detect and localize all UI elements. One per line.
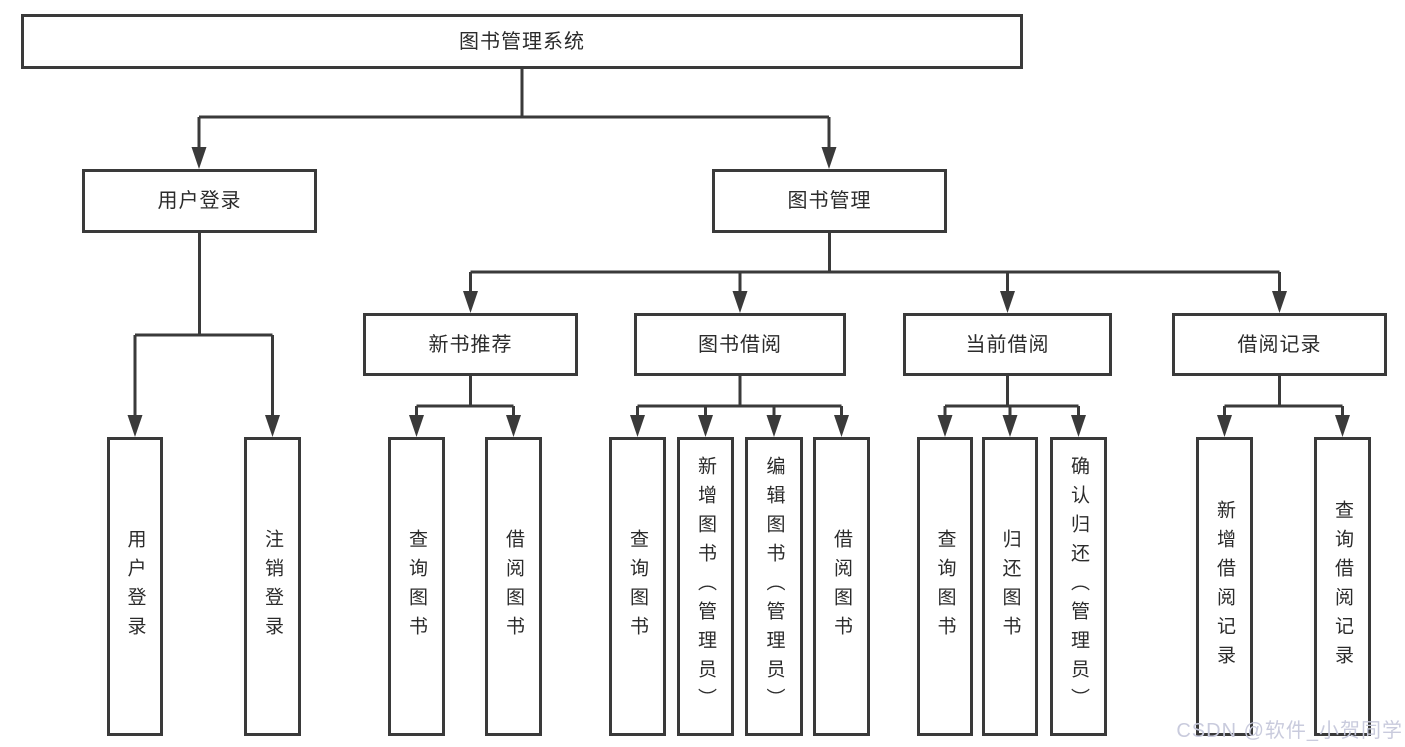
leaf-user-login-label: 用户登录 [124, 528, 146, 645]
leaf-borrow-books-1-label: 借阅图书 [503, 528, 524, 645]
leaf-query-books-3-label: 查询图书 [934, 528, 956, 645]
leaf-return-book-label: 归还图书 [999, 528, 1021, 645]
leaf-query-books-2-label: 查询图书 [627, 528, 648, 645]
leaf-return-book: 归还图书 [982, 437, 1038, 736]
leaf-add-borrow-record: 新增借阅记录 [1196, 437, 1253, 736]
node-book-management: 图书管理 [712, 169, 947, 233]
leaf-add-borrow-record-label: 新增借阅记录 [1214, 499, 1235, 674]
leaf-edit-book-admin-label: 编辑图书（管理员） [763, 456, 785, 717]
leaf-user-login: 用户登录 [107, 437, 163, 736]
leaf-logout: 注销登录 [244, 437, 301, 736]
watermark: CSDN @软件_小贺同学 [1176, 720, 1403, 742]
leaf-query-borrow-record-label: 查询借阅记录 [1332, 499, 1353, 674]
leaf-query-books-3: 查询图书 [917, 437, 973, 736]
leaf-borrow-books-2-label: 借阅图书 [831, 528, 852, 645]
node-new-book-recommendation: 新书推荐 [363, 313, 578, 376]
leaf-borrow-books-2: 借阅图书 [813, 437, 870, 736]
leaf-confirm-return-admin: 确认归还（管理员） [1050, 437, 1107, 736]
arrowheads [127, 147, 1350, 437]
leaf-logout-label: 注销登录 [262, 528, 283, 645]
leaf-edit-book-admin: 编辑图书（管理员） [745, 437, 803, 736]
node-borrowing-records: 借阅记录 [1172, 313, 1387, 376]
leaf-borrow-books-1: 借阅图书 [485, 437, 542, 736]
leaf-confirm-return-admin-label: 确认归还（管理员） [1068, 456, 1089, 717]
node-user-login: 用户登录 [82, 169, 317, 233]
node-root: 图书管理系统 [21, 14, 1023, 69]
leaf-query-books-2: 查询图书 [609, 437, 666, 736]
leaf-add-book-admin: 新增图书（管理员） [677, 437, 734, 736]
leaf-query-borrow-record: 查询借阅记录 [1314, 437, 1371, 736]
leaf-add-book-admin-label: 新增图书（管理员） [695, 456, 716, 717]
leaf-query-books-1-label: 查询图书 [406, 528, 427, 645]
node-book-borrowing: 图书借阅 [634, 313, 846, 376]
leaf-query-books-1: 查询图书 [388, 437, 445, 736]
node-current-borrowing: 当前借阅 [903, 313, 1112, 376]
